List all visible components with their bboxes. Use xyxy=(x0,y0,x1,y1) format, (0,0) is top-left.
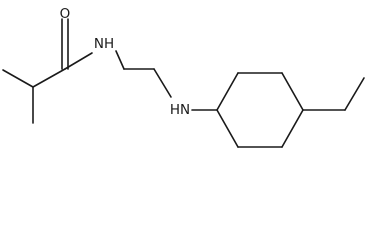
bond-nh-to-ch2 xyxy=(115,50,125,70)
amine-nitrogen-label: HN xyxy=(170,102,190,118)
ring-bond-6 xyxy=(216,109,239,148)
bond-isopropyl-to-carbonyl xyxy=(32,68,66,88)
amide-nitrogen-label: NH xyxy=(94,36,114,52)
bond-methyl-upper-left xyxy=(2,69,34,88)
bond-carbonyl-to-nh xyxy=(64,52,93,70)
bond-ethyl-terminal xyxy=(344,77,365,111)
ring-bond-1 xyxy=(216,72,239,111)
ring-bond-4 xyxy=(281,109,304,148)
chemical-structure-diagram: O NH HN xyxy=(2,6,365,148)
oxygen-label: O xyxy=(60,6,71,22)
ring-bond-3 xyxy=(281,72,304,111)
bond-ch2-to-hn xyxy=(153,68,172,98)
